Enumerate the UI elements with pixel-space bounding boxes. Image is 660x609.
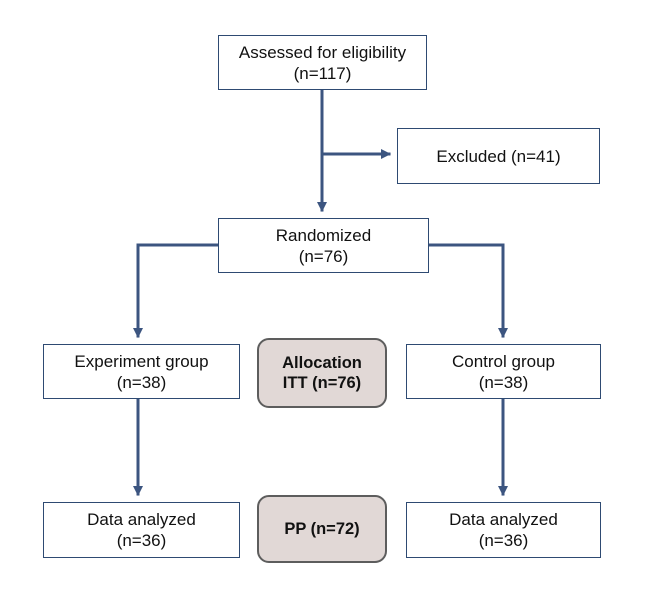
randomized-label: Randomized — [275, 225, 372, 245]
assessed-label: Assessed for eligibility — [238, 42, 407, 62]
experiment-analyzed-count: (n=36) — [116, 531, 167, 550]
control-group-count: (n=38) — [478, 372, 529, 392]
allocation-itt-box: Allocation ITT (n=76) — [257, 338, 387, 408]
pp-label: PP (n=72) — [284, 520, 360, 538]
control-analyzed-count: (n=36) — [478, 531, 529, 550]
assessed-box: Assessed for eligibility (n=117) — [218, 35, 427, 90]
arrow-randomized-to-control — [427, 243, 508, 338]
control-group-label: Control group — [451, 351, 555, 371]
excluded-box: Excluded (n=41) — [397, 128, 600, 184]
randomized-count: (n=76) — [298, 246, 349, 266]
experiment-group-label: Experiment group — [74, 351, 209, 371]
control-data-analyzed-box: Data analyzed (n=36) — [406, 502, 601, 558]
assessed-count: (n=117) — [293, 63, 352, 83]
arrow-randomized-to-experiment — [133, 243, 220, 338]
itt-count: ITT (n=76) — [282, 374, 362, 392]
excluded-label: Excluded (n=41) — [436, 146, 561, 166]
experiment-group-count: (n=38) — [116, 372, 167, 392]
pp-box: PP (n=72) — [257, 495, 387, 563]
control-analyzed-label: Data analyzed — [449, 510, 558, 529]
experiment-group-box: Experiment group (n=38) — [43, 344, 240, 399]
experiment-data-analyzed-box: Data analyzed (n=36) — [43, 502, 240, 558]
randomized-box: Randomized (n=76) — [218, 218, 429, 273]
experiment-analyzed-label: Data analyzed — [87, 510, 196, 529]
control-group-box: Control group (n=38) — [406, 344, 601, 399]
allocation-label: Allocation — [282, 354, 362, 372]
